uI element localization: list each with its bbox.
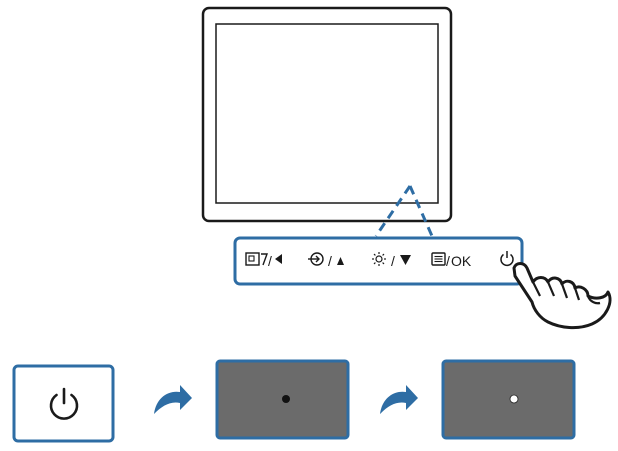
triangle-down-icon (400, 255, 411, 265)
step-press-power (12, 364, 115, 443)
next-arrow-icon (380, 385, 418, 414)
button-picture-mode-left[interactable]: / (245, 252, 282, 269)
ok-label: OK (451, 253, 472, 269)
led-panel (441, 359, 576, 440)
triangle-left-icon (275, 254, 282, 264)
picture-mode-icon (245, 252, 268, 266)
button-separator: / (268, 253, 272, 269)
monitor-screen (215, 23, 439, 204)
triangle-up-icon (337, 257, 344, 265)
led-indicator-off (282, 395, 290, 403)
callout-left-dashed (374, 185, 412, 237)
button-menu-ok[interactable]: / OK (431, 252, 472, 269)
button-input-up[interactable]: / (308, 252, 344, 269)
step-indicator-off (215, 359, 350, 440)
power-icon (500, 251, 514, 267)
menu-icon (431, 252, 446, 266)
callout-lines (374, 185, 434, 237)
led-indicator-on (509, 394, 519, 404)
monitor (201, 6, 453, 223)
button-bar-frame (233, 236, 524, 286)
button-separator: / (446, 253, 450, 269)
button-separator: / (328, 253, 332, 269)
hand-pointer-icon (512, 262, 612, 330)
callout-right-dashed (408, 185, 434, 237)
button-separator: / (391, 253, 395, 269)
input-source-icon (308, 252, 324, 266)
button-power[interactable] (500, 251, 514, 267)
button-bar: / / / (233, 236, 524, 286)
next-arrow-icon (154, 385, 192, 414)
brightness-icon (372, 252, 386, 266)
button-brightness-down[interactable]: / (372, 252, 411, 269)
step-indicator-on (441, 359, 576, 440)
power-icon (49, 387, 79, 420)
